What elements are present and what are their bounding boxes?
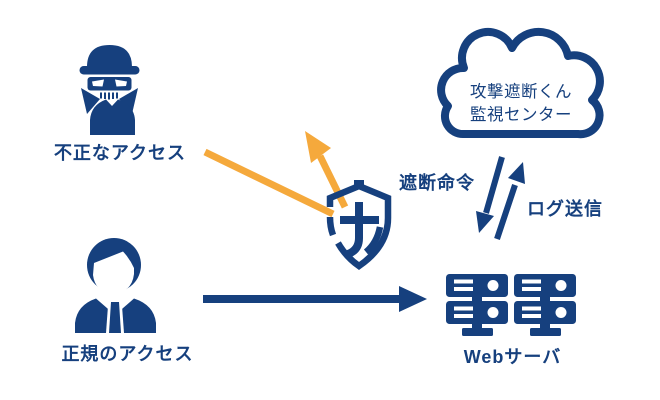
- block-command-label: 遮断命令: [399, 173, 475, 193]
- hacker-icon: [79, 45, 140, 135]
- web-server-label: Webサーバ: [463, 347, 562, 367]
- monitoring-center-label-line1: 攻撃遮断くん: [470, 83, 572, 101]
- server-rack-right: [514, 274, 576, 336]
- legit-access-arrow: [203, 286, 427, 312]
- attack-arrow: [203, 131, 349, 218]
- monitoring-center-label-line2: 監視センター: [470, 106, 572, 124]
- monitoring-center-label: 攻撃遮断くん 監視センター: [445, 81, 597, 127]
- server-rack-left: [446, 274, 508, 336]
- cloud-icon: [437, 27, 604, 139]
- attacker-label: 不正なアクセス: [53, 143, 187, 163]
- block-command-arrow: [476, 156, 505, 233]
- legit-user-label: 正規のアクセス: [61, 344, 194, 364]
- log-send-arrow: [494, 162, 525, 240]
- log-send-label: ログ送信: [527, 199, 603, 219]
- server-rack-icon: [446, 274, 576, 336]
- business-person-icon: [75, 238, 156, 333]
- shield-icon: [326, 180, 392, 270]
